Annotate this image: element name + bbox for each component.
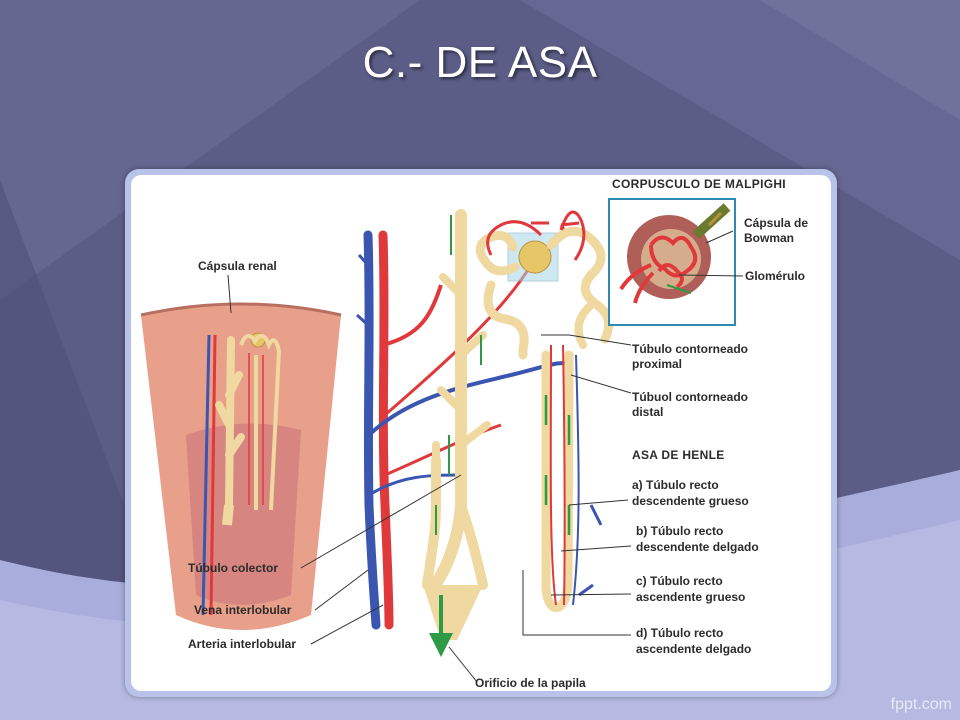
proximal-convoluted-left: [475, 230, 520, 276]
brand-watermark: fppt.com: [890, 696, 952, 713]
label-a-1: a) Túbulo recto: [632, 478, 719, 492]
distal-convoluted-right: [574, 301, 595, 349]
label-arteria-interlobular: Arteria interlobular: [188, 637, 296, 651]
label-asa-henle: ASA DE HENLE: [632, 448, 725, 462]
label-orificio-papila: Orificio de la papila: [475, 676, 586, 690]
section-collector: [215, 336, 245, 509]
nephron-diagram-panel: CORPUSCULO DE MALPIGHI Cápsula de Bowman…: [131, 175, 831, 691]
capsule-space: [641, 229, 701, 289]
label-a-2: descendente grueso: [632, 494, 749, 508]
renal-capsule-edge: [140, 302, 342, 317]
leader-vena: [314, 569, 369, 611]
label-capsula-bowman-1: Cápsula de: [744, 216, 808, 230]
collector-flow-marks: [435, 215, 482, 535]
vasa-recta-blue: [572, 354, 580, 606]
vein-twigs: [355, 253, 370, 327]
label-distal-1: Túbuol contorneado: [632, 390, 748, 404]
nephron-structure: [475, 210, 614, 612]
leader-proximal: [541, 334, 632, 346]
vein-branch-mid: [367, 361, 572, 437]
leader-capsula-bowman: [705, 230, 734, 244]
collector-side-branch: [422, 455, 441, 590]
section-artery: [209, 334, 217, 616]
leader-c: [550, 593, 632, 596]
collector-branches: [437, 273, 491, 449]
section-loop-vessels: [248, 353, 264, 505]
inset-green-mark: [666, 284, 692, 294]
leader-a: [568, 499, 629, 506]
label-b-1: b) Túbulo recto: [636, 524, 723, 538]
glomerulus-arterioles: [619, 263, 655, 304]
leader-distal: [570, 374, 632, 394]
renal-section-illustration: [140, 302, 342, 630]
leader-d: [522, 570, 631, 636]
interlobular-vessels: [355, 223, 572, 630]
label-corpusculo-malpighi: CORPUSCULO DE MALPIGHI: [612, 177, 786, 191]
glomerulus-capillaries: [649, 235, 698, 289]
vasa-recta-red: [549, 344, 566, 606]
vein-branch-low: [368, 473, 462, 497]
tubule-exit-lumen: [707, 211, 723, 227]
loop-of-henle: [541, 350, 574, 612]
vena-interlobular-vessel: [363, 230, 381, 630]
collector-right-branch: [456, 500, 488, 590]
vein-marks-loop: [578, 504, 603, 597]
slide-title: C.- DE ASA: [362, 38, 598, 87]
section-nephron-loop: [239, 333, 282, 511]
collecting-duct: [422, 209, 491, 657]
label-capsula-renal: Cápsula renal: [198, 259, 277, 273]
loop-flow-marks: [544, 395, 571, 535]
label-proximal-1: Túbulo contorneado: [632, 342, 748, 356]
papilla-funnel: [423, 585, 483, 640]
vessel-marks-top: [531, 221, 580, 227]
label-distal-2: distal: [632, 405, 663, 419]
leader-orificio: [448, 646, 478, 683]
arteria-interlobular-vessel: [378, 230, 394, 630]
label-proximal-2: proximal: [632, 357, 682, 371]
artery-branch-upper: [382, 284, 443, 347]
section-collector-base: [222, 504, 234, 526]
label-c-2: ascendente grueso: [636, 590, 745, 604]
leader-b: [560, 545, 632, 552]
leader-capsula-renal: [227, 274, 232, 314]
leader-arteria: [310, 604, 384, 645]
label-c-1: c) Túbulo recto: [636, 574, 723, 588]
bowman-capsule-small: [518, 240, 552, 274]
label-b-2: descendente delgado: [636, 540, 759, 554]
label-tubulo-colector: Túbulo colector: [188, 561, 278, 575]
leader-glomerulo: [678, 274, 744, 277]
proximal-convoluted-right: [546, 226, 614, 344]
section-vein: [201, 334, 211, 616]
label-vena-interlobular: Vena interlobular: [194, 603, 292, 617]
glomerular-vessels: [486, 210, 586, 261]
label-capsula-bowman-2: Bowman: [744, 231, 794, 245]
label-glomerulo: Glomérulo: [745, 269, 805, 283]
label-d-2: ascendente delgado: [636, 642, 751, 656]
nephron-diagram: CORPUSCULO DE MALPIGHI Cápsula de Bowman…: [140, 177, 808, 690]
malpighi-inset: [608, 198, 736, 326]
leader-lines: [227, 230, 744, 683]
distal-convoluted: [483, 280, 529, 360]
leader-colector: [300, 474, 462, 569]
label-d-1: d) Túbulo recto: [636, 626, 723, 640]
